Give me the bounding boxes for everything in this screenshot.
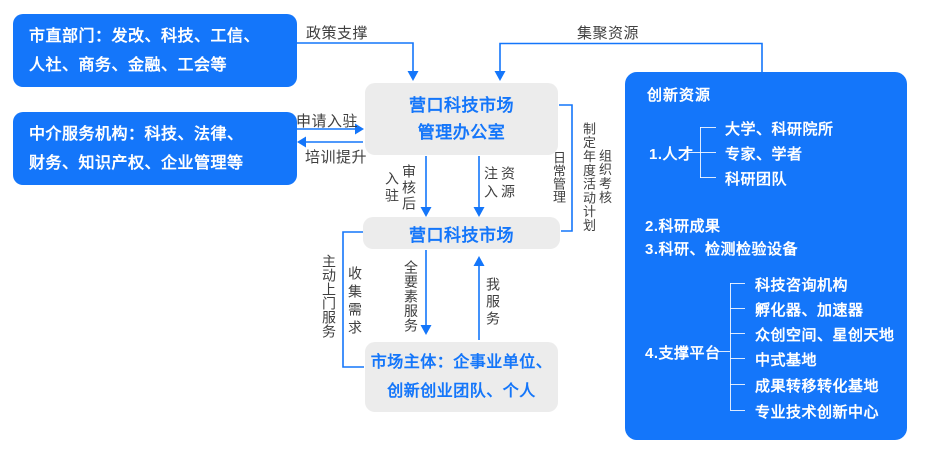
innovation-resources-title: 创新资源 bbox=[647, 87, 712, 104]
management-office-line2: 管理办公室 bbox=[417, 123, 506, 142]
management-office-box: 营口科技市场 管理办公室 bbox=[365, 83, 558, 155]
my-service-label: 我服务 bbox=[485, 277, 501, 328]
arrow-up-my-service bbox=[473, 256, 485, 266]
city-departments-box: 市直部门：发改、科技、工信、 人社、商务、金融、工会等 bbox=[13, 14, 297, 87]
market-entities-line2: 创新创业团队、个人 bbox=[387, 383, 536, 400]
policy-support-label: 政策支撑 bbox=[306, 25, 369, 42]
talent-group-label: 1.人才 bbox=[649, 146, 694, 163]
city-departments-line1: 市直部门：发改、科技、工信、 bbox=[29, 27, 261, 45]
proactive-service-label: 主动上门服务 bbox=[321, 254, 337, 338]
review-settle-col-right: 审核后 bbox=[401, 164, 417, 212]
platform-branch-line bbox=[730, 384, 745, 385]
platform-item: 专业技术创新中心 bbox=[755, 404, 880, 421]
platform-branch-line bbox=[730, 308, 745, 309]
talent-branch-line bbox=[700, 177, 716, 178]
full-service-label: 全要素服务 bbox=[403, 260, 419, 333]
training-improve-label: 培训提升 bbox=[305, 149, 368, 166]
platform-item: 孵化器、加速器 bbox=[755, 302, 864, 319]
talent-item: 专家、学者 bbox=[725, 146, 803, 163]
inject-resources-label: 注入 资源 bbox=[483, 164, 516, 204]
annual-plan-label: 制定年度活动计划 组织考核 bbox=[581, 120, 612, 234]
daily-management-label: 日常管理 bbox=[551, 151, 566, 203]
management-office-line1: 营口科技市场 bbox=[409, 96, 514, 115]
market-entities-box: 市场主体：企事业单位、 创新创业团队、个人 bbox=[365, 342, 558, 412]
gather-line bbox=[499, 42, 763, 72]
talent-item: 科研团队 bbox=[725, 171, 788, 188]
annual-plan-col-left: 制定年度活动计划 bbox=[581, 121, 596, 233]
platform-item: 中式基地 bbox=[755, 352, 818, 369]
platform-bracket-line bbox=[730, 283, 731, 410]
platform-branch-line bbox=[730, 283, 745, 284]
intermediary-agencies-box: 中介服务机构：科技、法律、 财务、知识产权、企业管理等 bbox=[13, 112, 297, 185]
gather-resources-label: 集聚资源 bbox=[577, 25, 640, 42]
talent-branch-line bbox=[700, 152, 716, 153]
talent-label-stub-line bbox=[687, 152, 700, 153]
tech-market-label: 营口科技市场 bbox=[409, 225, 514, 245]
city-departments-line2: 人社、商务、金融、工会等 bbox=[29, 56, 228, 74]
arrow-down-inject bbox=[473, 207, 485, 217]
intermediary-agencies-line2: 财务、知识产权、企业管理等 bbox=[29, 154, 244, 172]
platform-branch-line bbox=[730, 358, 745, 359]
arrow-down-review bbox=[420, 207, 432, 217]
collect-needs-label: 收集需求 bbox=[347, 266, 363, 338]
apply-settle-label: 申请入驻 bbox=[296, 113, 359, 130]
policy-line bbox=[297, 42, 414, 71]
talent-item: 大学、科研院所 bbox=[725, 121, 834, 138]
platform-item: 成果转移转化基地 bbox=[755, 378, 880, 395]
support-platform-label: 4.支撑平台 bbox=[645, 345, 721, 362]
platform-item: 科技咨询机构 bbox=[755, 277, 849, 294]
market-entities-line1: 市场主体：企事业单位、 bbox=[370, 354, 553, 371]
annual-plan-col-right: 组织考核 bbox=[597, 149, 612, 205]
arrow-down-gather bbox=[494, 71, 506, 81]
arrow-down-full-service bbox=[420, 325, 432, 335]
arrow-down-policy bbox=[407, 71, 419, 81]
review-settle-label: 入驻 审核后 bbox=[384, 162, 417, 214]
intermediary-agencies-line1: 中介服务机构：科技、法律、 bbox=[29, 125, 244, 143]
platform-item: 众创空间、星创天地 bbox=[755, 327, 895, 344]
research-achievements-item: 2.科研成果 bbox=[645, 218, 721, 235]
innovation-resources-panel: 创新资源 1.人才 大学、科研院所 专家、学者 科研团队 2.科研成果 3.科研… bbox=[625, 72, 907, 440]
inject-col-right: 资源 bbox=[500, 166, 516, 202]
platform-branch-line bbox=[730, 410, 745, 411]
platform-label-stub-line bbox=[718, 351, 730, 352]
inject-col-left: 注入 bbox=[483, 166, 499, 202]
testing-equipment-item: 3.科研、检测检验设备 bbox=[645, 241, 799, 258]
tech-market-box: 营口科技市场 bbox=[363, 217, 560, 249]
talent-branch-line bbox=[700, 127, 716, 128]
review-settle-col-left: 入驻 bbox=[384, 171, 400, 205]
platform-branch-line bbox=[730, 333, 745, 334]
